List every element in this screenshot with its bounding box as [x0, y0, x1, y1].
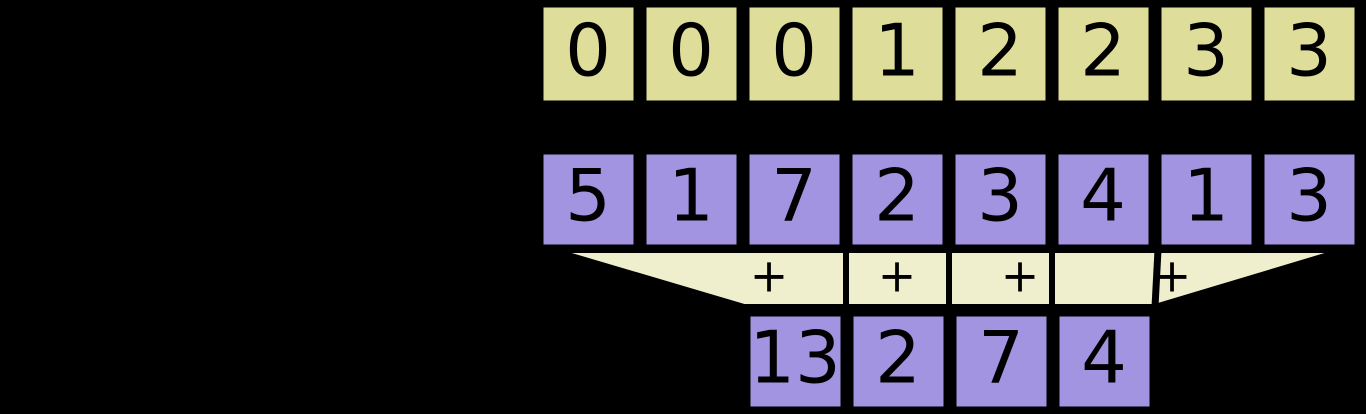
segment-cell-4	[948, 0, 1053, 108]
segment-ids-row: 0 0 0 1 2 2 3 3	[536, 0, 1362, 108]
input-value-6: 1	[1183, 154, 1229, 238]
input-cell-4	[948, 147, 1053, 252]
segment-value-1: 0	[668, 9, 714, 93]
segment-cell-2	[742, 0, 847, 108]
input-cell-7	[1257, 147, 1362, 252]
output-value-1: 2	[875, 316, 921, 400]
input-cell-5	[1051, 147, 1156, 252]
input-cell-1	[639, 147, 744, 252]
input-cell-3	[845, 147, 950, 252]
input-value-1: 1	[668, 154, 714, 238]
plus-operator-2: +	[878, 249, 917, 303]
segment-cell-0	[536, 0, 641, 108]
connector-shape-1	[550, 247, 849, 310]
output-value-2: 7	[978, 316, 1024, 400]
input-cell-2	[742, 147, 847, 252]
segment-value-6: 3	[1183, 9, 1229, 93]
segment-value-3: 1	[874, 9, 920, 93]
input-value-0: 5	[565, 154, 611, 238]
connector-shape-4	[1049, 247, 1346, 310]
segment-cell-3	[845, 0, 950, 108]
input-cell-0	[536, 147, 641, 252]
segment-cell-7	[1257, 0, 1362, 108]
plus-operator-3: +	[1001, 249, 1040, 303]
input-values-row: 5 1 7 2 3 4 1 3	[536, 147, 1362, 252]
input-cell-6	[1154, 147, 1259, 252]
segment-value-0: 0	[565, 9, 611, 93]
output-cell-2	[949, 309, 1054, 414]
plus-operator-4: +	[1153, 249, 1192, 303]
connector-band: + + + +	[550, 247, 1346, 310]
segment-cell-1	[639, 0, 744, 108]
connector-divider-diagonal	[1151, 249, 1162, 308]
output-value-3: 4	[1081, 316, 1127, 400]
output-cell-3	[1052, 309, 1157, 414]
input-value-4: 3	[977, 154, 1023, 238]
output-cell-0	[743, 309, 848, 414]
plus-operator-1: +	[750, 249, 789, 303]
segment-cell-5	[1051, 0, 1156, 108]
input-value-7: 3	[1286, 154, 1332, 238]
segment-value-7: 3	[1286, 9, 1332, 93]
input-value-2: 7	[771, 154, 817, 238]
input-value-3: 2	[874, 154, 920, 238]
segment-cell-6	[1154, 0, 1259, 108]
segment-value-5: 2	[1080, 9, 1126, 93]
input-value-5: 4	[1080, 154, 1126, 238]
output-value-0: 13	[749, 316, 841, 400]
segment-value-2: 0	[771, 9, 817, 93]
segment-value-4: 2	[977, 9, 1023, 93]
output-values-row: 13 2 7 4	[743, 309, 1157, 414]
output-cell-1	[846, 309, 951, 414]
